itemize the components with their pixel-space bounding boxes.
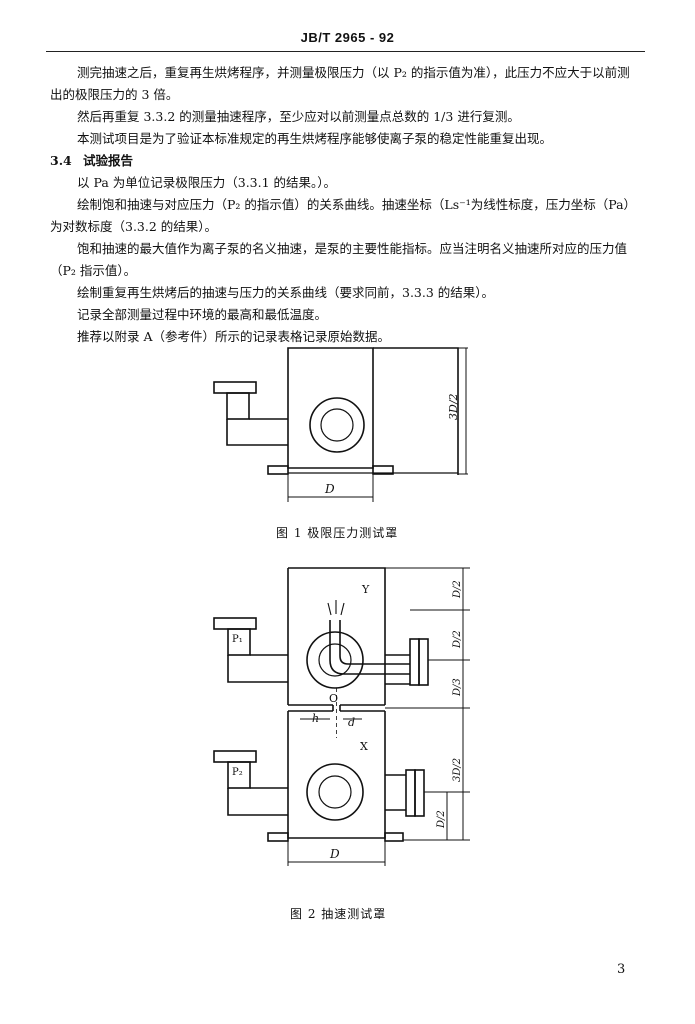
paragraph-retest-ultimate-pressure: 测完抽速之后，重复再生烘烤程序，并测量极限压力（以 P₂ 的指示值为准），此压力… [50,65,630,102]
fig2-upper-port-inner [318,643,352,677]
fig2-label-p1: P₁ [232,634,243,645]
lower-flange-icon [385,769,425,817]
fig2-lower-port-inner [318,775,352,809]
figure2-diagram [213,567,470,866]
fig2-dimension-lines [287,567,470,866]
fig1-chamber-right [373,347,459,475]
fig2-label-d3: D/3 [452,678,463,697]
paragraph-repeat-speed: 然后再重复 3.3.2 的测量抽速程序，至少应对以前测量点总数的 1/3 进行复… [77,109,520,124]
report-item-bakeout-curve: 绘制重复再生烘烤后的抽速与压力的关系曲线（要求同前，3.3.3 的结果）。 [77,285,495,300]
fig1-port-inner [320,408,354,442]
section-title: 试验报告 [83,153,134,168]
report-item-ultimate-pressure: 以 Pa 为单位记录极限压力（3.3.1 的结果。）。 [77,175,337,190]
fig2-label-y: Y [361,583,370,596]
section-heading: 3.4 试验报告 [50,150,133,169]
header-rule [46,51,645,52]
figure1-diagram [213,347,468,502]
fig1-port-outer [309,397,365,453]
fig2-foot-right [384,832,404,842]
fig2-label-d2-bottom: D/2 [436,810,447,829]
report-item-speed-curve: 绘制饱和抽速与对应压力（P₂ 的指示值）的关系曲线。抽速坐标（Ls⁻¹为线性标度… [50,197,637,234]
section-number: 3.4 [50,153,72,168]
page-number: 3 [617,962,626,977]
fig2-label-x: X [360,740,368,753]
standard-code-header: JB/T 2965 - 92 [300,30,395,45]
fig2-label-d2-top: D/2 [452,580,463,599]
fig1-width-label: D [324,482,335,496]
fig1-height-label: 3D/2 [447,393,460,420]
figure2-caption: 图 2 抽速测试罩 [290,907,387,921]
figure1-caption: 图 1 极限压力测试罩 [276,526,399,540]
fig2-label-o: O [329,692,338,705]
paragraph-purpose: 本测试项目是为了验证本标准规定的再生烘烤程序能够使离子泵的稳定性能重复出现。 [77,131,553,146]
fig2-upper-port-outer [306,631,364,689]
fig2-label-3d2: 3D/2 [452,758,463,782]
inlet-tube-icon [327,600,410,675]
report-item-record-table: 推荐以附录 A（参考件）所示的记录表格记录原始数据。 [77,329,391,344]
fig2-label-d-small: d [348,716,355,729]
report-item-nominal-speed: 饱和抽速的最大值作为离子泵的名义抽速，是泵的主要性能指标。应当注明名义抽速所对应… [50,241,628,278]
fig2-lower-port-outer [306,763,364,821]
fig1-chamber-left [287,347,374,469]
fig1-foot-right [372,465,394,475]
report-item-temperature: 记录全部测量过程中环境的最高和最低温度。 [77,307,328,322]
fig2-width-label: D [329,847,340,861]
fig2-foot-left [267,832,289,842]
gauge-icon [213,381,288,446]
fig2-upper-right-wall [288,567,386,705]
fig2-label-d2-mid: D/2 [452,630,463,649]
upper-flange-icon [385,638,429,686]
gauge-p2-icon [213,750,288,816]
fig2-label-h: h [312,712,319,725]
gauge-p1-icon [213,617,288,683]
fig1-foot-left [267,465,289,475]
fig2-label-p2: P₂ [232,767,243,778]
